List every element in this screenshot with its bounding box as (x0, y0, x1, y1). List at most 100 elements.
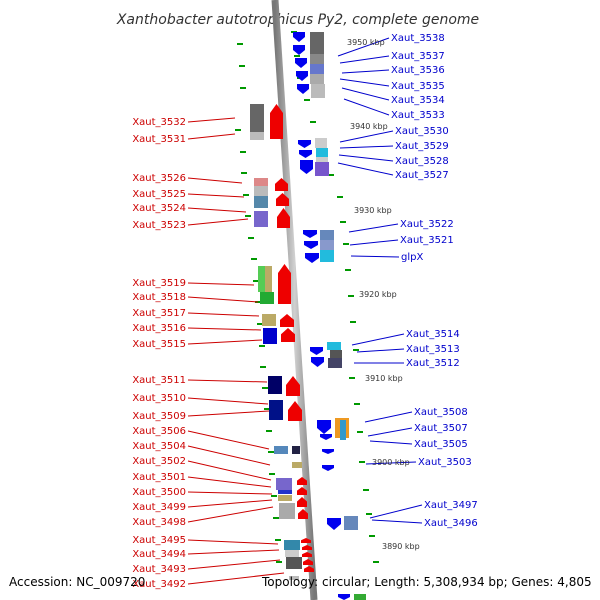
feature-block (292, 446, 300, 454)
gene-label-xaut-3536: Xaut_3536 (391, 65, 445, 76)
forward-gene-arrow (286, 376, 300, 396)
feature-block (330, 350, 342, 358)
gene-label-xaut-3495: Xaut_3495 (132, 535, 186, 546)
feature-block (310, 32, 324, 54)
leader-line (187, 312, 260, 317)
gene-label-xaut-3519: Xaut_3519 (132, 278, 186, 289)
forward-gene-arrow (288, 401, 302, 421)
feature-block (258, 266, 265, 292)
feature-block (254, 196, 268, 208)
leader-line (343, 98, 390, 116)
leader-line (339, 130, 394, 143)
forward-gene-arrow (304, 566, 314, 572)
leader-line (187, 549, 280, 555)
leader-line (187, 572, 285, 585)
leader-line (187, 539, 279, 545)
gene-label-xaut-3497: Xaut_3497 (424, 500, 478, 511)
feature-block (269, 400, 283, 420)
reverse-gene-arrow (311, 357, 324, 367)
gene-labels: Xaut_3532Xaut_3531Xaut_3526Xaut_3525Xaut… (132, 33, 477, 590)
reverse-gene-arrow (293, 32, 305, 42)
gene-label-glpx: glpX (401, 252, 423, 263)
feature-block (292, 462, 302, 468)
reverse-gene-arrow (317, 420, 331, 434)
gene-label-xaut-3521: Xaut_3521 (400, 235, 454, 246)
feature-block (263, 328, 277, 344)
leader-line (341, 69, 390, 74)
reverse-gene-arrow (299, 150, 312, 158)
forward-gene-arrow (297, 487, 307, 495)
gene-label-xaut-3516: Xaut_3516 (132, 323, 186, 334)
gene-label-xaut-3502: Xaut_3502 (132, 456, 186, 467)
gene-label-xaut-3532: Xaut_3532 (132, 117, 186, 128)
leader-line (187, 397, 269, 405)
feature-block (327, 342, 341, 350)
gene-label-xaut-3505: Xaut_3505 (414, 439, 468, 450)
gene-label-xaut-3527: Xaut_3527 (395, 170, 449, 181)
gene-label-xaut-3511: Xaut_3511 (132, 375, 186, 386)
gene-label-xaut-3503: Xaut_3503 (418, 457, 472, 468)
leader-line (349, 239, 399, 246)
kbp-scale-label: 3910 kbp (365, 374, 403, 383)
feature-block (316, 157, 328, 164)
leader-line (337, 162, 394, 176)
feature-block (285, 550, 299, 557)
feature-block (274, 446, 288, 454)
leader-line (187, 282, 255, 286)
forward-gene-arrow (298, 509, 308, 519)
feature-block (254, 186, 268, 196)
feature-block (315, 138, 327, 148)
gene-label-xaut-3509: Xaut_3509 (132, 411, 186, 422)
forward-gene-arrow (297, 497, 307, 507)
leader-line (351, 333, 405, 346)
kbp-scale-label: 3930 kbp (354, 206, 392, 215)
forward-gene-arrow (297, 477, 307, 485)
leader-line (337, 37, 390, 57)
forward-gene-arrow (303, 559, 313, 565)
leader-line (187, 506, 274, 523)
leader-line (187, 430, 270, 450)
reverse-gene-arrow (327, 518, 341, 530)
gene-label-xaut-3515: Xaut_3515 (132, 339, 186, 350)
leader-line (187, 207, 247, 213)
feature-block (344, 516, 358, 530)
feature-block (286, 557, 302, 569)
gene-label-xaut-3524: Xaut_3524 (132, 203, 186, 214)
leader-line (187, 476, 272, 488)
feature-block (262, 314, 276, 326)
leader-line (187, 339, 263, 345)
gene-label-xaut-3498: Xaut_3498 (132, 517, 186, 528)
feature-block (354, 594, 366, 600)
gene-label-xaut-3492: Xaut_3492 (132, 579, 186, 590)
gene-label-xaut-3533: Xaut_3533 (391, 110, 445, 121)
feature-block (254, 178, 268, 186)
feature-block (320, 250, 334, 262)
leader-line (187, 445, 271, 466)
leader-line (187, 193, 245, 198)
gene-label-xaut-3506: Xaut_3506 (132, 426, 186, 437)
reverse-gene-arrow (310, 347, 323, 355)
feature-block (268, 376, 282, 394)
feature-block (328, 358, 342, 368)
reverse-gene-arrow (297, 84, 309, 94)
leader-line (341, 87, 390, 101)
gene-label-xaut-3514: Xaut_3514 (406, 329, 460, 340)
genome-summary-text: Topology: circular; Length: 5,308,934 bp… (261, 575, 592, 589)
leader-line (367, 427, 413, 437)
reverse-gene-arrow (305, 253, 319, 263)
leader-line (187, 559, 281, 570)
gene-label-xaut-3518: Xaut_3518 (132, 292, 186, 303)
leader-line (369, 504, 423, 519)
gene-label-xaut-3537: Xaut_3537 (391, 51, 445, 62)
leader-line (187, 177, 243, 184)
feature-block (311, 84, 325, 98)
feature-block (279, 503, 295, 519)
gene-label-xaut-3500: Xaut_3500 (132, 487, 186, 498)
reverse-gene-arrow (322, 449, 334, 454)
feature-block (250, 132, 264, 140)
leader-line (339, 55, 390, 64)
leader-line (356, 348, 405, 353)
genome-backbone (271, 0, 318, 600)
gene-label-xaut-3501: Xaut_3501 (132, 472, 186, 483)
